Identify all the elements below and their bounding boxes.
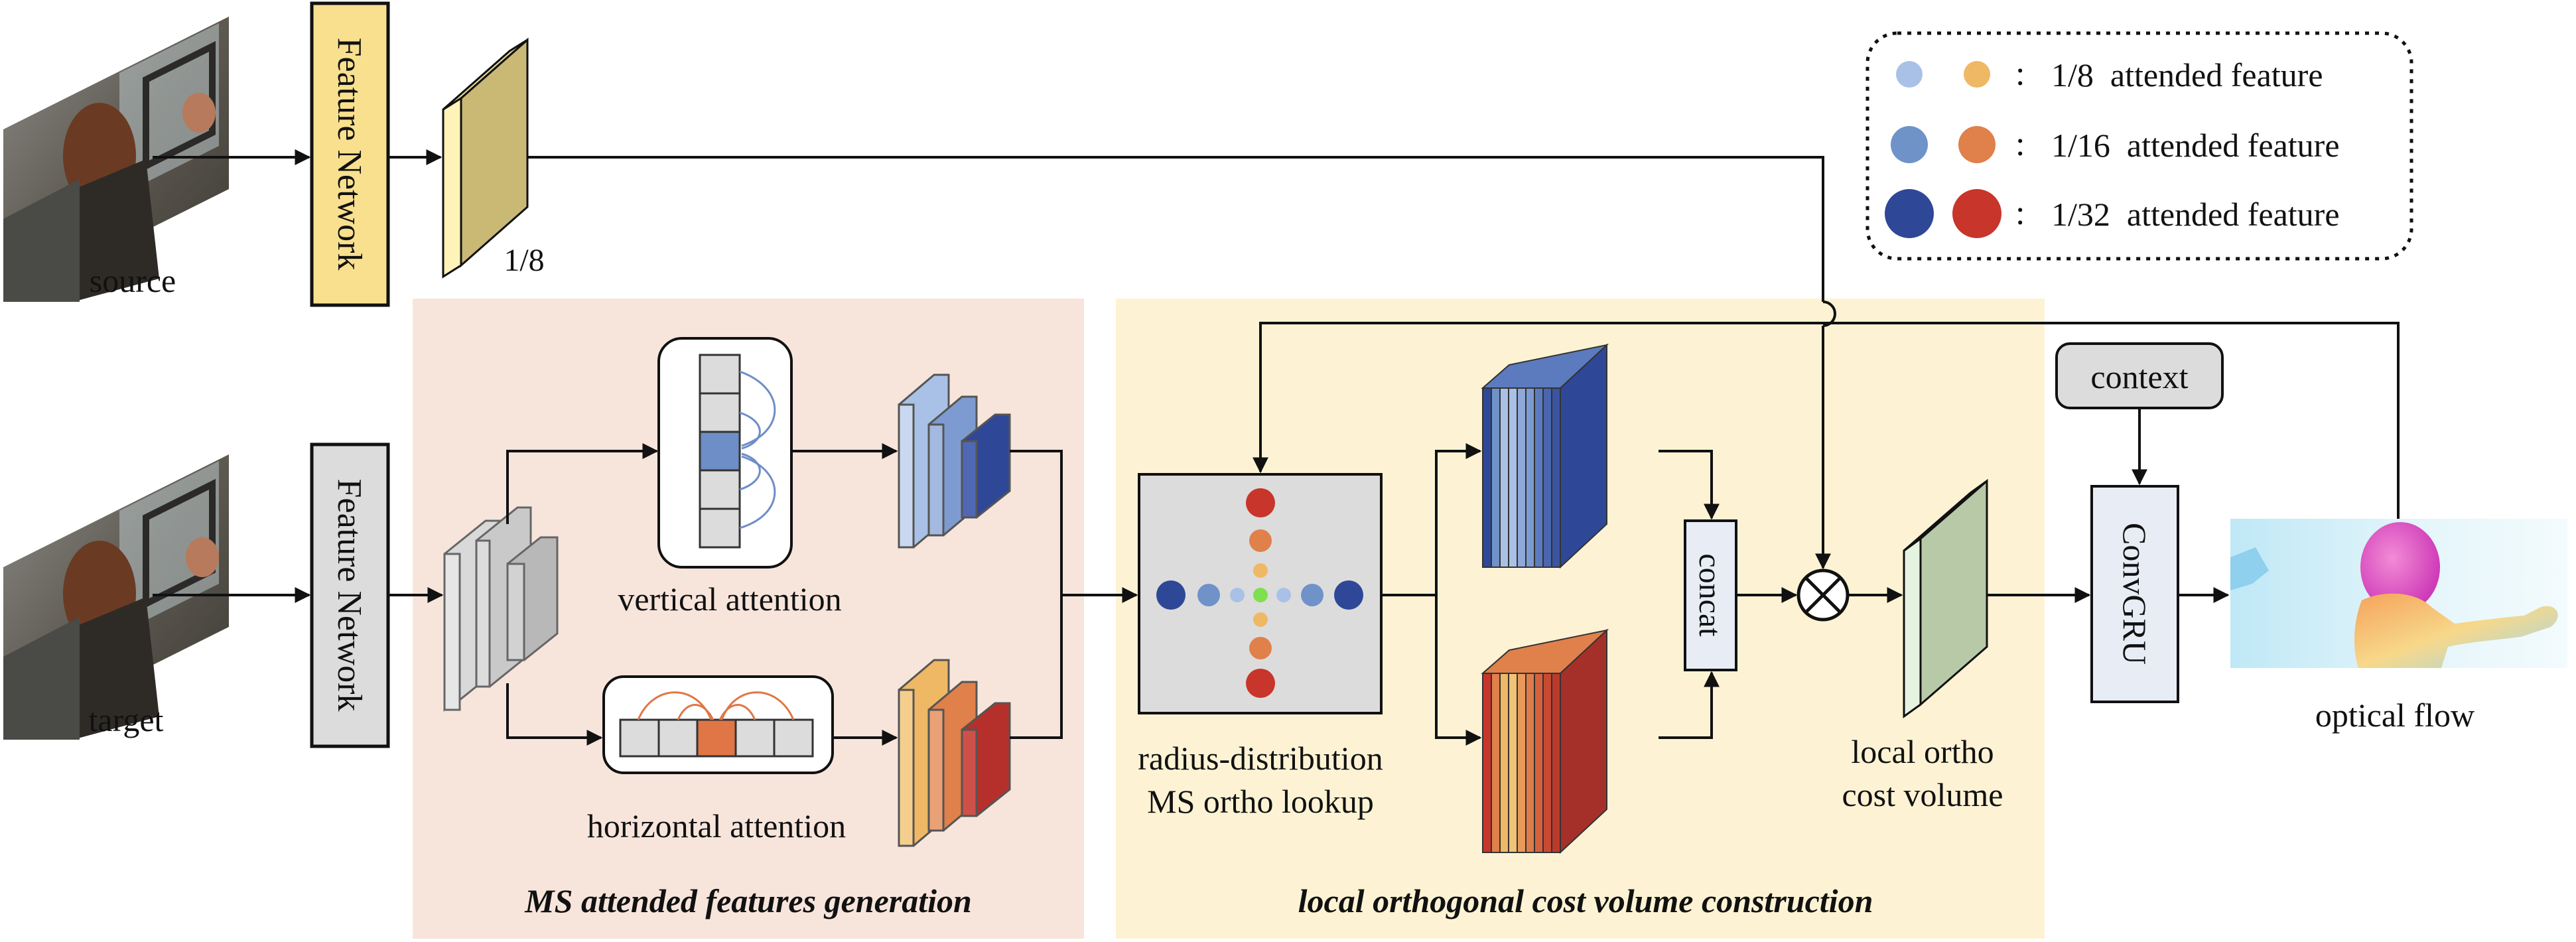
local-panel-title: local orthogonal cost volume constructio… — [1298, 882, 1873, 919]
feature-network-top-label: Feature Network — [330, 38, 368, 271]
legend-text-1-8: 1/8 attended feature — [2051, 56, 2323, 94]
lookup-center-dot — [1253, 588, 1268, 602]
target-label: target — [89, 701, 164, 738]
lookup-dot — [1246, 669, 1275, 698]
multiply-operator-icon — [1796, 569, 1850, 622]
legend-separator: : — [2015, 55, 2025, 93]
cost-volume-label-line2: cost volume — [1842, 776, 2003, 813]
legend-swatch-blue-1-8 — [1896, 61, 1923, 88]
feature-network-top: Feature Network — [310, 1, 390, 307]
lookup-dot — [1334, 580, 1363, 610]
optical-flow-image — [2230, 519, 2567, 668]
legend-text-1-32: 1/32 attended feature — [2051, 196, 2340, 233]
cost-volume-top — [1481, 629, 1609, 674]
source-image — [3, 17, 229, 302]
lookup-dot — [1249, 637, 1272, 659]
lookup-dot — [1246, 488, 1275, 517]
source-label: source — [90, 262, 176, 299]
lookup-dot — [1230, 588, 1245, 602]
concat-block: concat — [1684, 519, 1737, 671]
lookup-dot — [1197, 584, 1220, 606]
horizontal-attention-label: horizontal attention — [587, 807, 846, 844]
legend-swatch-orange-1-8 — [1964, 61, 1990, 88]
feature-network-bottom-label: Feature Network — [330, 479, 368, 712]
context-label: context — [2090, 358, 2188, 395]
lookup-dot — [1156, 580, 1186, 610]
legend-swatch-blue-1-16 — [1891, 126, 1928, 163]
legend-row-1-8: : 1/8 attended feature — [1896, 55, 2323, 94]
legend-text-1-16: 1/16 attended feature — [2051, 127, 2340, 164]
target-feature-stack — [443, 506, 559, 712]
cost-volume-label-line1: local ortho — [1851, 733, 1994, 770]
cost-volume-top — [1481, 344, 1609, 389]
lookup-dot — [1253, 563, 1268, 578]
vertical-attention-label: vertical attention — [618, 580, 841, 618]
ortho-lookup-grid — [1138, 473, 1383, 714]
legend-row-1-16: : 1/16 attended feature — [1891, 125, 2340, 164]
context-block: context — [2055, 342, 2224, 409]
feature-network-bottom: Feature Network — [310, 442, 390, 748]
target-image — [3, 454, 229, 740]
horizontal-attended-features — [898, 659, 1011, 847]
local-ortho-cost-volume — [1903, 478, 1988, 718]
horizontal-cost-volume — [1481, 628, 1609, 854]
convgru-block: ConvGRU — [2090, 485, 2179, 703]
lookup-dot — [1249, 529, 1272, 552]
vertical-attention-block — [657, 337, 793, 569]
vertical-cost-volume — [1481, 343, 1609, 569]
convgru-label: ConvGRU — [2116, 523, 2153, 665]
legend-swatch-orange-1-32 — [1952, 189, 2001, 238]
horizontal-attention-block — [602, 675, 834, 774]
legend-separator: : — [2015, 125, 2025, 163]
legend-separator: : — [2015, 194, 2025, 232]
lookup-dot — [1253, 612, 1268, 627]
source-feature-map — [442, 37, 529, 279]
ms-panel-title: MS attended features generation — [524, 882, 972, 919]
lookup-label-line1: radius-distribution — [1138, 740, 1383, 777]
vertical-attended-features — [898, 373, 1011, 549]
lookup-dot — [1276, 588, 1291, 602]
legend: : 1/8 attended feature : 1/16 attended f… — [1865, 31, 2413, 261]
legend-swatch-blue-1-32 — [1885, 189, 1934, 238]
lookup-label-line2: MS ortho lookup — [1147, 783, 1374, 820]
lookup-dot — [1301, 584, 1323, 606]
optical-flow-label: optical flow — [2315, 697, 2474, 734]
connectors — [153, 149, 2400, 746]
legend-swatch-orange-1-16 — [1958, 126, 1996, 163]
feature-scale-label: 1/8 — [504, 243, 544, 278]
concat-label: concat — [1692, 553, 1728, 637]
legend-row-1-32: : 1/32 attended feature — [1885, 189, 2340, 238]
